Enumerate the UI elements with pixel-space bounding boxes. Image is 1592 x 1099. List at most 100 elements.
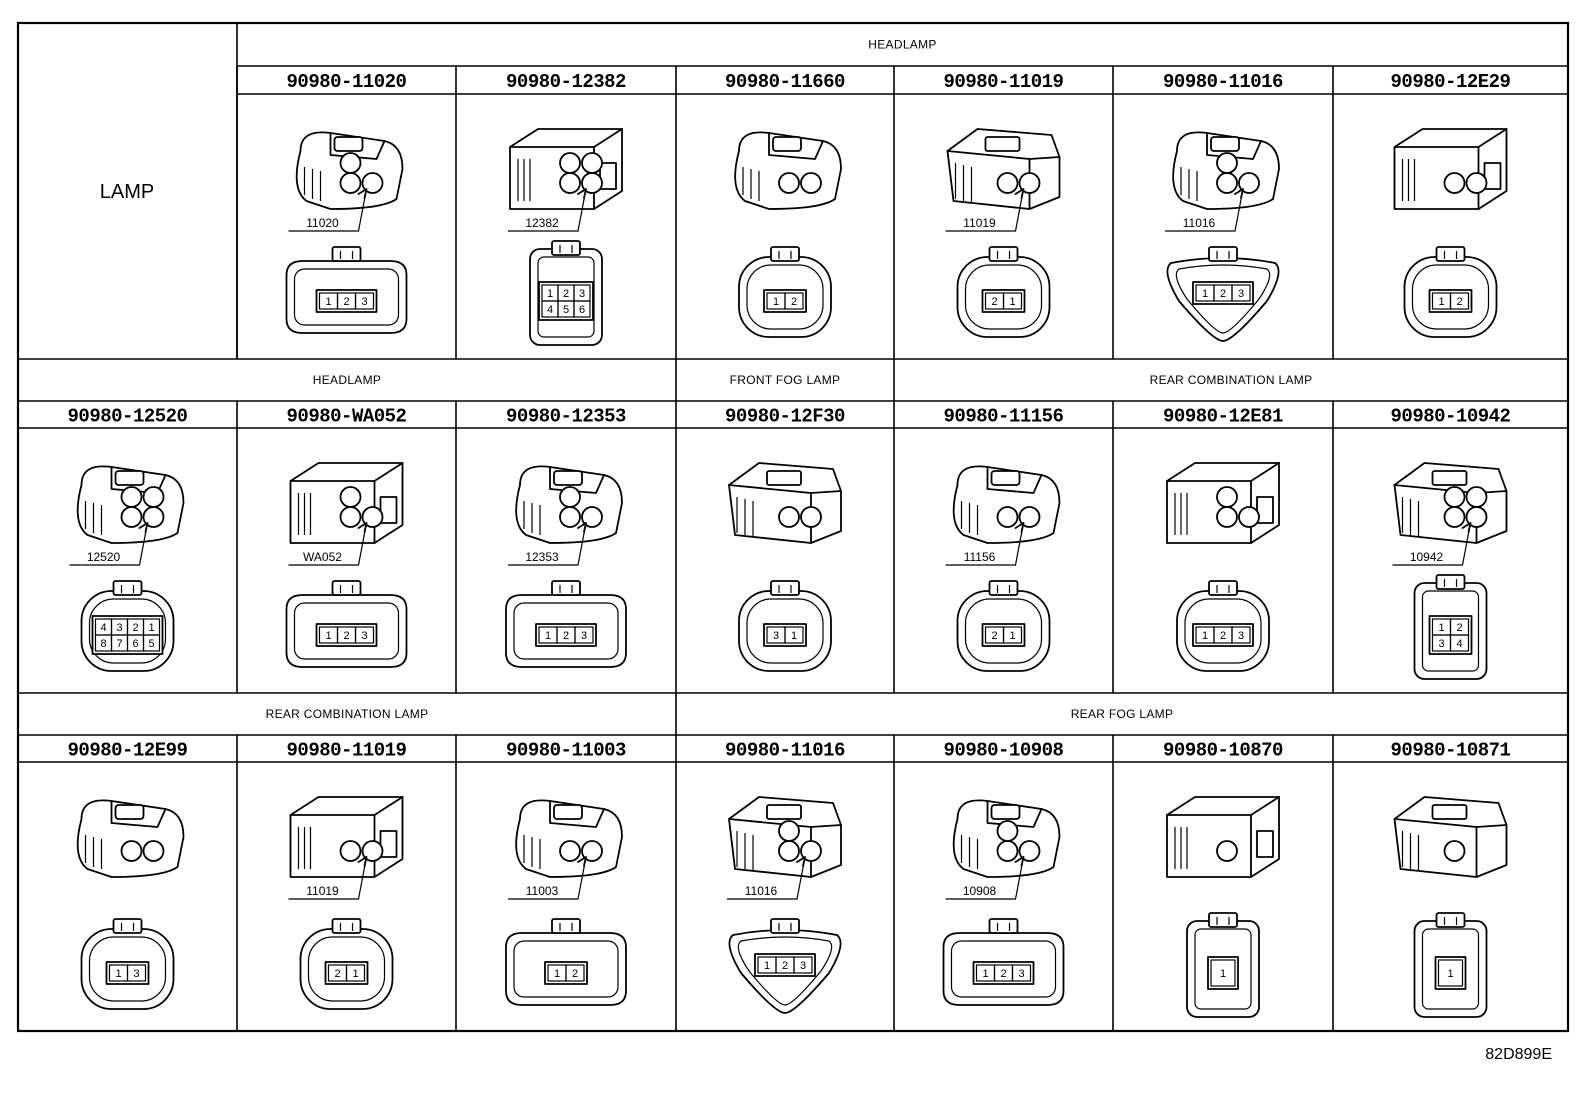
- pin-number: 2: [991, 630, 997, 642]
- row-header-label: LAMP: [100, 181, 154, 203]
- connector-housing-drawing: [952, 465, 1061, 544]
- connector-housing-drawing: [289, 796, 404, 878]
- part-number: 90980-10871: [1391, 740, 1511, 762]
- connector-housing-drawing: [289, 462, 404, 544]
- connector-housing-drawing: [946, 128, 1061, 210]
- part-callout: 12382: [525, 216, 559, 230]
- pin-number: 2: [132, 622, 138, 634]
- pin-number: 1: [547, 288, 553, 300]
- pin-number: 1: [1447, 968, 1453, 980]
- pin-number: 2: [334, 968, 340, 980]
- part-number: 90980-11019: [287, 740, 407, 762]
- part-number: 90980-11016: [1163, 71, 1283, 93]
- pin-number: 3: [1018, 968, 1024, 980]
- pin-number: 2: [563, 630, 569, 642]
- part-callout: 12520: [87, 550, 121, 564]
- part-number: 90980-12E99: [68, 740, 188, 762]
- pin-number: 3: [800, 960, 806, 972]
- connector-housing-drawing: [734, 131, 842, 210]
- connector-housing-drawing: [1166, 462, 1280, 544]
- pin-number: 1: [1438, 622, 1444, 634]
- connector-housing-drawing: [76, 465, 185, 544]
- pin-number: 3: [1438, 638, 1444, 650]
- part-number: 90980-12E81: [1163, 406, 1283, 428]
- pin-number: 3: [1238, 288, 1244, 300]
- connector-face-view: 1: [1413, 912, 1488, 1018]
- part-number: 90980-12520: [68, 406, 188, 428]
- connector-housing-drawing: [509, 128, 623, 210]
- connector-housing-drawing: [728, 462, 842, 544]
- pin-number: 2: [572, 968, 578, 980]
- connector-housing-drawing: [952, 799, 1061, 878]
- connector-housing-drawing: [1172, 131, 1280, 210]
- group-header: HEADLAMP: [313, 373, 381, 387]
- connector-housing-drawing: [1393, 128, 1508, 210]
- figure-code: 82D899E: [1485, 1046, 1552, 1063]
- pin-number: 3: [116, 622, 122, 634]
- connector-housing-drawing: [728, 796, 842, 878]
- pin-number: 5: [563, 304, 569, 316]
- group-header: REAR FOG LAMP: [1071, 707, 1174, 721]
- part-callout: 11003: [526, 884, 559, 898]
- pin-number: 1: [1438, 296, 1444, 308]
- part-number: 90980-11020: [287, 71, 407, 93]
- pin-number: 1: [325, 296, 331, 308]
- part-callout: 11016: [1183, 216, 1216, 230]
- pin-number: 3: [581, 630, 587, 642]
- connector-housing-drawing: [1393, 462, 1508, 544]
- pin-number: 3: [579, 288, 585, 300]
- pin-number: 1: [1009, 630, 1015, 642]
- part-number: 90980-12353: [506, 406, 626, 428]
- part-callout: 11156: [964, 550, 996, 564]
- pin-number: 2: [1220, 288, 1226, 300]
- part-number: 90980-11019: [944, 71, 1064, 93]
- pin-number: 4: [547, 304, 553, 316]
- part-callout: 10908: [963, 884, 997, 898]
- pin-number: 3: [361, 630, 367, 642]
- pin-number: 2: [1000, 968, 1006, 980]
- group-header: HEADLAMP: [868, 38, 936, 52]
- pin-number: 2: [1456, 296, 1462, 308]
- pin-number: 2: [1220, 630, 1226, 642]
- table-border: [16, 21, 1570, 1033]
- pin-number: 7: [116, 638, 122, 650]
- part-callout: 12353: [525, 550, 559, 564]
- part-number: 90980-12F30: [725, 406, 845, 428]
- part-callout: 11020: [306, 216, 339, 230]
- group-header: REAR COMBINATION LAMP: [1150, 373, 1313, 387]
- pin-number: 1: [1009, 296, 1015, 308]
- pin-number: 1: [545, 630, 551, 642]
- part-number: 90980-11016: [725, 740, 845, 762]
- pin-number: 3: [133, 968, 139, 980]
- connector-cell: 90980-10871 1: [1391, 740, 1511, 1018]
- part-number: 90980-10942: [1391, 406, 1511, 428]
- pin-number: 1: [352, 968, 358, 980]
- pin-number: 2: [991, 296, 997, 308]
- pin-number: 2: [563, 288, 569, 300]
- pin-number: 1: [1202, 288, 1208, 300]
- pin-number: 4: [1456, 638, 1462, 650]
- pin-number: 2: [343, 630, 349, 642]
- pin-number: 2: [791, 296, 797, 308]
